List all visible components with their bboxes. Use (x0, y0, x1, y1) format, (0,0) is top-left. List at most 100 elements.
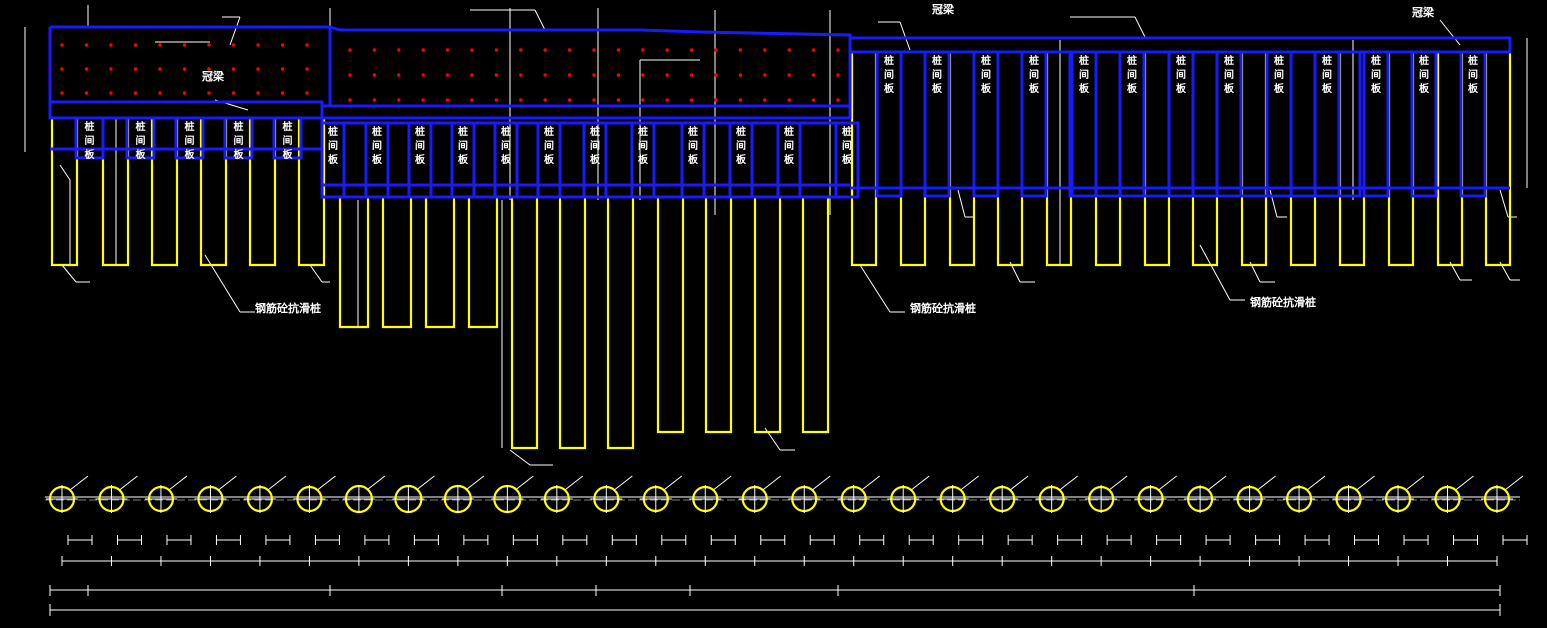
rebar-dot (231, 91, 236, 95)
rebar-dot (714, 73, 718, 77)
rebar-dot (372, 48, 377, 52)
rebar-dot (567, 48, 572, 52)
anti-slide-pile (606, 197, 635, 450)
rebar-dot (256, 67, 260, 71)
rebar-dot (616, 98, 621, 102)
leader-line (910, 475, 930, 491)
rebar-dot (787, 73, 791, 77)
pile-plate-label: 桩间板 (501, 125, 512, 166)
pile-plate (74, 116, 105, 160)
rebar-dot (543, 98, 547, 102)
rebar-dot (592, 48, 596, 52)
leader-line (957, 189, 966, 218)
pile-plate-label: 桩间板 (1274, 54, 1285, 95)
crown-beam-right-seg (1068, 52, 1362, 198)
rebar-dot (109, 43, 113, 47)
rebar-dot (811, 98, 816, 102)
anti-slide-pile (150, 118, 179, 267)
rebar-dot (665, 98, 669, 102)
rebar-dot (445, 73, 450, 77)
rebar-dot (592, 73, 596, 77)
pile-plate (364, 121, 390, 199)
pile-plate-label: 桩间板 (185, 120, 196, 161)
leader-line (204, 254, 241, 313)
pile-plate (125, 116, 156, 160)
rebar-dots (60, 43, 840, 102)
rebar-dot (714, 98, 718, 102)
leader-line (1356, 475, 1375, 491)
pile-plate-label: 桩间板 (736, 125, 747, 166)
pile-plate (972, 50, 1000, 198)
rebar-dot (397, 73, 401, 77)
rebar-dot (280, 67, 285, 71)
rebar-dot (421, 48, 425, 52)
pile-plate (875, 50, 903, 198)
rebar-dot (787, 48, 791, 52)
pile-plate (1362, 50, 1390, 198)
rebar-dot (133, 43, 138, 47)
pile-plate-label: 桩间板 (981, 54, 992, 95)
pile-plate (582, 121, 608, 199)
pile-plate-label: 桩间板 (842, 125, 853, 166)
pile-plate-label: 桩间板 (1127, 54, 1138, 95)
leader-line (564, 475, 584, 491)
rebar-dot (305, 91, 309, 95)
pile-plate (680, 121, 706, 199)
rebar-dot (280, 91, 285, 95)
anti-slide-pile (1240, 188, 1268, 267)
rebar-dot (763, 73, 767, 77)
anti-slide-pile (510, 197, 539, 450)
anti-slide-pile (297, 118, 326, 267)
rebar-dot (84, 67, 89, 71)
anti-slide-pile (1045, 188, 1073, 267)
pile-plate-label: 桩间板 (1371, 54, 1382, 95)
pile-plate-label: 桩间板 (1176, 54, 1187, 95)
leader-line (317, 475, 336, 491)
pile-plate (1118, 50, 1146, 198)
rebar-dot (348, 98, 352, 102)
pile-plate-label: 桩间板 (1224, 54, 1235, 95)
rebar-dot (641, 48, 645, 52)
leader-line (1455, 475, 1474, 491)
rebar-dot (689, 73, 694, 77)
leader-line (69, 475, 89, 491)
anti-slide-pile (1094, 188, 1122, 267)
anti-slide-pile (424, 197, 456, 329)
pile-plate (1020, 50, 1048, 198)
pile-plate-label: 桩间板 (784, 125, 795, 166)
leader-line (1059, 475, 1078, 491)
pile-plate-label: 桩间板 (590, 125, 601, 166)
leader-line (1158, 475, 1177, 491)
pile-plate-label: 桩间板 (884, 54, 895, 95)
pile-plate-label: 桩间板 (415, 125, 426, 166)
rebar-dot (133, 67, 138, 71)
pile-plate (1167, 50, 1195, 198)
leader-line (861, 475, 881, 491)
pile-plate (834, 121, 860, 199)
pile-plate (1410, 50, 1438, 198)
leader-line (515, 475, 534, 491)
anti-slide-pile-label: 钢筋砼抗滑桩 (1250, 295, 1316, 309)
leader-line (534, 9, 546, 31)
leader-line (61, 264, 77, 283)
pile-plate-label: 桩间板 (1029, 54, 1040, 95)
rebar-dot (207, 67, 211, 71)
rebar-dot (836, 73, 840, 77)
anti-slide-pile (1484, 188, 1512, 267)
rebar-dot (763, 98, 767, 102)
rebar-dot (543, 73, 547, 77)
pile-plate (493, 121, 519, 199)
leader-line (1306, 475, 1326, 491)
rebar-dot (348, 73, 352, 77)
rebar-dot (372, 98, 377, 102)
anti-slide-pile (381, 197, 413, 329)
rebar-dot (231, 43, 236, 47)
leader-line (811, 475, 831, 491)
rebar-dot (494, 48, 499, 52)
leader-line (663, 475, 683, 491)
anti-slide-pile (338, 197, 370, 329)
leader-line (229, 16, 241, 46)
leader-line (1405, 475, 1425, 491)
rebar-dot (445, 98, 450, 102)
